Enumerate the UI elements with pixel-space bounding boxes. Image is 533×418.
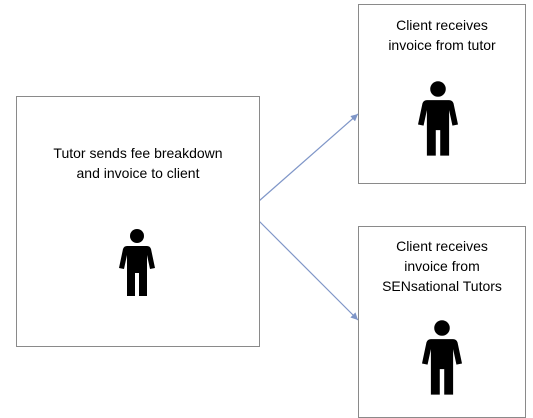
- person-icon: [119, 229, 155, 296]
- target-box-sensational-line-2: invoice from: [404, 258, 480, 274]
- source-box-line-2: and invoice to client: [76, 165, 200, 181]
- target-box-tutor: Client receives invoice from tutor: [358, 4, 526, 184]
- target-box-sensational: Client receives invoice from SENsational…: [358, 226, 526, 418]
- source-box: Tutor sends fee breakdown and invoice to…: [16, 96, 260, 347]
- source-box-line-1: Tutor sends fee breakdown: [53, 145, 223, 161]
- target-box-sensational-text: Client receives invoice from SENsational…: [359, 236, 525, 296]
- arrow-to-client-sensational: [258, 220, 359, 321]
- person-icon: [418, 81, 458, 156]
- source-box-text: Tutor sends fee breakdown and invoice to…: [17, 143, 259, 183]
- target-box-sensational-line-1: Client receives: [396, 238, 488, 254]
- arrow-to-client-tutor: [258, 113, 359, 202]
- target-box-tutor-text: Client receives invoice from tutor: [359, 15, 525, 55]
- target-box-tutor-line-2: invoice from tutor: [388, 37, 496, 53]
- person-icon: [422, 320, 462, 395]
- target-box-tutor-line-1: Client receives: [396, 17, 488, 33]
- target-box-sensational-line-3: SENsational Tutors: [382, 278, 502, 294]
